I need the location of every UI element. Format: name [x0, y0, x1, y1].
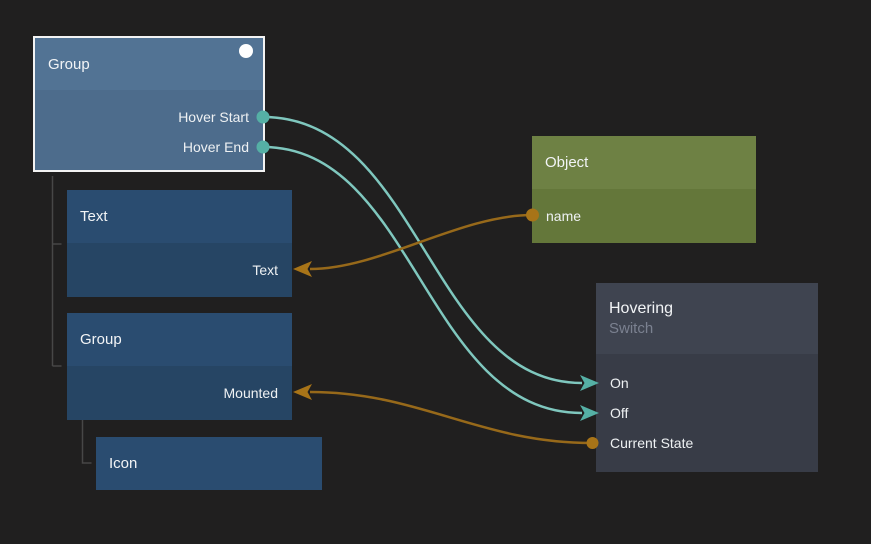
node-group-child-body: Mounted [67, 366, 292, 420]
port-label: Hover End [182, 139, 249, 155]
node-hovering-body: On Off Current State [596, 354, 818, 458]
node-title: Text [80, 208, 108, 225]
port-current-state[interactable]: Current State [596, 428, 818, 458]
port-arrow-mounted-input[interactable] [293, 384, 312, 400]
node-group-root-header[interactable]: Group [35, 38, 263, 90]
node-group-root-body: Hover Start Hover End [35, 90, 263, 162]
node-title: Hovering [609, 300, 674, 317]
port-label: name [546, 208, 582, 224]
node-hovering[interactable]: Hovering Switch On Off Current State [596, 283, 818, 472]
port-mounted[interactable]: Mounted [67, 378, 292, 408]
node-group-child[interactable]: Group Mounted [67, 313, 292, 420]
node-title: Object [545, 154, 589, 171]
node-hovering-header[interactable]: Hovering Switch [596, 283, 818, 354]
node-icon-header[interactable]: Icon [96, 437, 322, 490]
port-arrow-text-input[interactable] [293, 261, 312, 277]
node-object-body: name [532, 189, 756, 243]
node-object-header[interactable]: Object [532, 136, 756, 189]
node-subtitle: Switch [609, 320, 654, 337]
selection-indicator-dot [239, 44, 253, 58]
node-group-root[interactable]: Group Hover Start Hover End [33, 36, 265, 172]
node-icon[interactable]: Icon [96, 437, 322, 490]
node-title: Icon [109, 455, 138, 472]
port-off[interactable]: Off [596, 398, 818, 428]
node-title: Group [48, 55, 90, 73]
node-group-child-header[interactable]: Group [67, 313, 292, 366]
port-label: Mounted [223, 385, 278, 401]
port-label: Text [252, 262, 278, 278]
node-text-header[interactable]: Text [67, 190, 292, 243]
port-hover-end[interactable]: Hover End [35, 132, 263, 162]
port-name[interactable]: name [532, 201, 756, 231]
wire-current-state-to-mounted[interactable] [309, 390, 593, 445]
port-label: Current State [610, 435, 694, 451]
port-label: Hover Start [178, 109, 249, 125]
port-hover-start[interactable]: Hover Start [35, 102, 263, 132]
wire-name-to-text[interactable] [309, 213, 533, 271]
node-text[interactable]: Text Text [67, 190, 292, 297]
port-label: Off [610, 405, 629, 421]
node-object[interactable]: Object name [532, 136, 756, 243]
port-on[interactable]: On [596, 368, 818, 398]
port-label: On [610, 375, 629, 391]
node-text-body: Text [67, 243, 292, 297]
node-title: Group [80, 331, 122, 348]
tree-branch-icon [81, 420, 92, 464]
port-text[interactable]: Text [67, 255, 292, 285]
